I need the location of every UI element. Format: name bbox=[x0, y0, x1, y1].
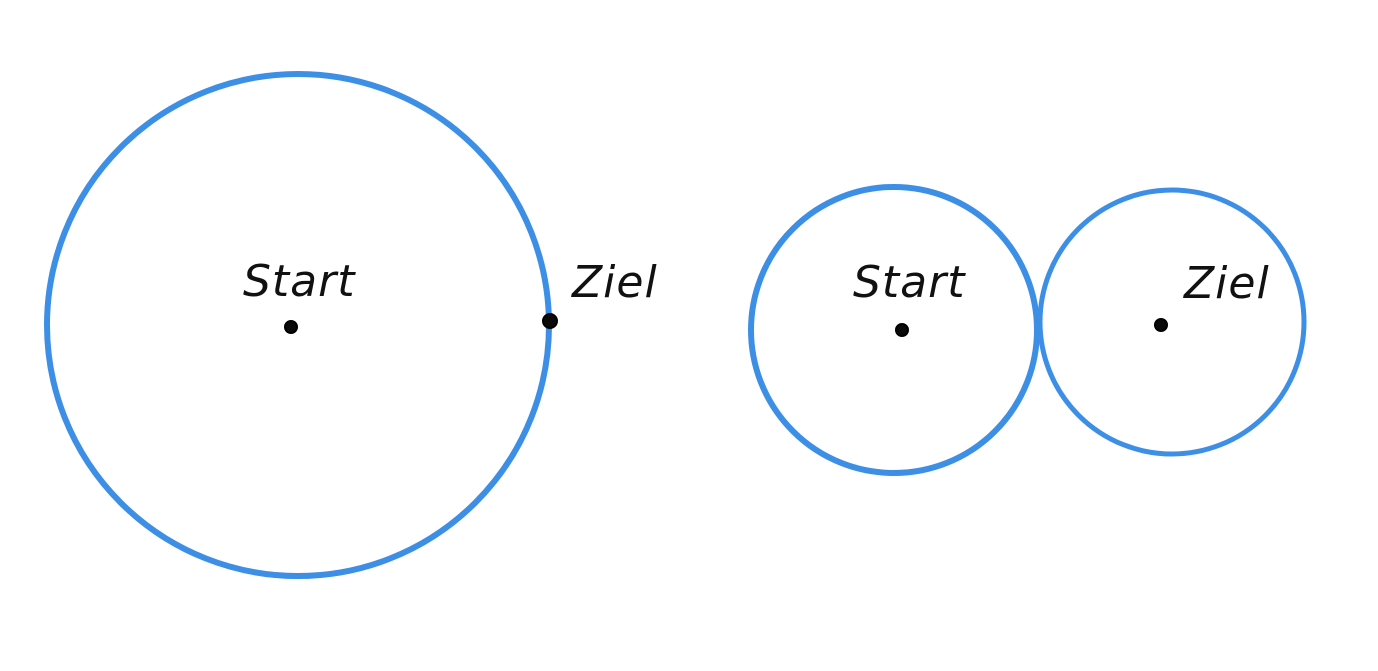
goal-circle bbox=[1037, 187, 1307, 457]
start-label-2: Start bbox=[853, 257, 966, 308]
start-circle bbox=[748, 184, 1040, 476]
diagram-single-circle: Start Ziel bbox=[44, 71, 658, 579]
large-circle bbox=[44, 71, 552, 579]
start-point-2 bbox=[895, 323, 909, 337]
diagram-two-circles: Start Ziel bbox=[748, 184, 1307, 476]
goal-label-2: Ziel bbox=[1183, 258, 1270, 309]
start-point-1 bbox=[284, 320, 298, 334]
start-label-1: Start bbox=[243, 256, 356, 307]
goal-point-1 bbox=[542, 313, 558, 329]
goal-point-2 bbox=[1154, 318, 1168, 332]
goal-label-1: Ziel bbox=[571, 257, 658, 308]
